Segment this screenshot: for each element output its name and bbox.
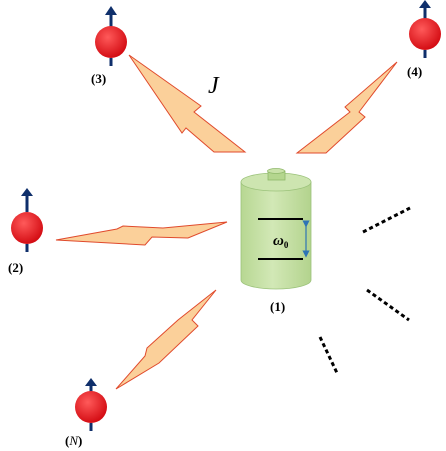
ellipsis-dash-2 bbox=[366, 288, 410, 322]
spin-4: (4) bbox=[407, 0, 441, 79]
spin-arrowhead-icon bbox=[105, 6, 117, 15]
spin-label-4: (4) bbox=[407, 64, 422, 79]
spin-label-3: (3) bbox=[91, 71, 106, 86]
cylinder-body bbox=[240, 181, 312, 290]
cylinder-knob bbox=[267, 168, 285, 174]
spin-2: (2) bbox=[8, 188, 43, 275]
coupling-bolt-2 bbox=[55, 221, 228, 246]
spin-3: (3) bbox=[91, 6, 127, 86]
spin-label-N: (N) bbox=[65, 433, 82, 448]
coupling-label: J bbox=[208, 73, 220, 99]
frequency-label: ω0 bbox=[273, 233, 289, 250]
spin-arrowhead-icon bbox=[21, 188, 33, 196]
spin-arrowhead-icon bbox=[85, 378, 97, 386]
coupling-bolt-4 bbox=[295, 61, 398, 154]
ellipsis-dash-3 bbox=[318, 336, 339, 374]
central-label: (1) bbox=[270, 299, 285, 314]
spin-label-2: (2) bbox=[8, 260, 23, 275]
spin-arrowhead-icon bbox=[419, 0, 431, 8]
central-resonator: ω0 (1) bbox=[240, 168, 312, 314]
spin-ball bbox=[95, 26, 127, 58]
spin-N: (N) bbox=[65, 378, 107, 448]
ellipsis-dash-1 bbox=[362, 206, 411, 234]
spin-ball bbox=[75, 391, 107, 423]
coupling-bolt-3 bbox=[128, 54, 247, 153]
spin-ball bbox=[409, 18, 441, 50]
spin-ball bbox=[11, 212, 43, 244]
coupling-bolt-N bbox=[115, 289, 217, 390]
